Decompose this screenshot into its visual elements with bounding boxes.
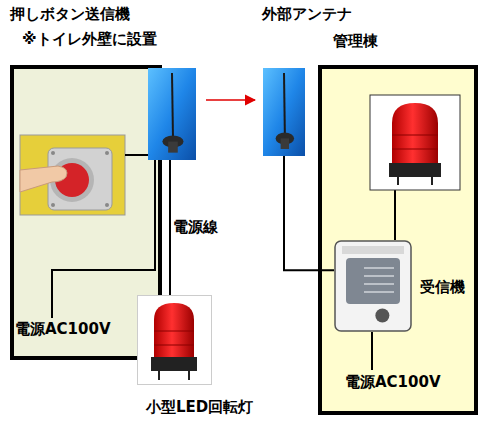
device-illustration	[334, 240, 412, 332]
panel-marking	[364, 283, 394, 285]
device-illustration	[263, 68, 305, 156]
lamp-base	[151, 357, 197, 371]
connector-wire	[284, 156, 334, 270]
led-lamp: 小型LED回転灯	[137, 295, 212, 385]
connector-wire	[169, 160, 171, 295]
lamp-leg	[188, 371, 190, 380]
building-box: 管理棟電源AC100V受信機	[318, 65, 478, 415]
lamp-illustration	[137, 295, 212, 385]
panel-marking	[364, 267, 394, 269]
node-label: 外部アンテナ	[262, 5, 352, 23]
node-note: ※トイレ外壁に設置	[22, 30, 157, 48]
radio-arrow	[206, 99, 255, 101]
receiver-case	[335, 241, 411, 331]
receiver-panel	[346, 258, 400, 304]
antenna-rod	[171, 73, 174, 136]
antenna-unit: 外部アンテナ	[263, 68, 305, 156]
device-photo	[263, 68, 305, 156]
receiver-unit: 受信機	[334, 240, 412, 332]
node-label: 管理棟	[333, 32, 378, 50]
node-label: 押しボタン送信機	[10, 5, 130, 23]
photo-frame	[138, 296, 212, 385]
node-label: 受信機	[420, 278, 465, 296]
node-note: 電源AC100V	[345, 373, 441, 391]
transmitter-unit: 押しボタン送信機※トイレ外壁に設置	[148, 68, 196, 160]
dome-ridge	[154, 345, 194, 346]
antenna-mount	[281, 138, 289, 149]
antenna-rod	[283, 73, 286, 133]
node-label: 電源AC100V	[15, 320, 111, 338]
receiver-knob	[375, 308, 389, 322]
panel-marking	[364, 291, 394, 293]
dome-ridge	[154, 331, 194, 332]
receiver-strip	[342, 246, 404, 254]
lamp-dome	[154, 303, 194, 357]
antenna-mount	[168, 142, 178, 153]
panel-marking	[364, 275, 394, 277]
lamp-leg	[158, 371, 160, 380]
node-label: 小型LED回転灯	[146, 398, 253, 416]
edge-label: 電源線	[173, 218, 218, 236]
device-photo	[148, 68, 196, 160]
device-illustration	[148, 68, 196, 160]
